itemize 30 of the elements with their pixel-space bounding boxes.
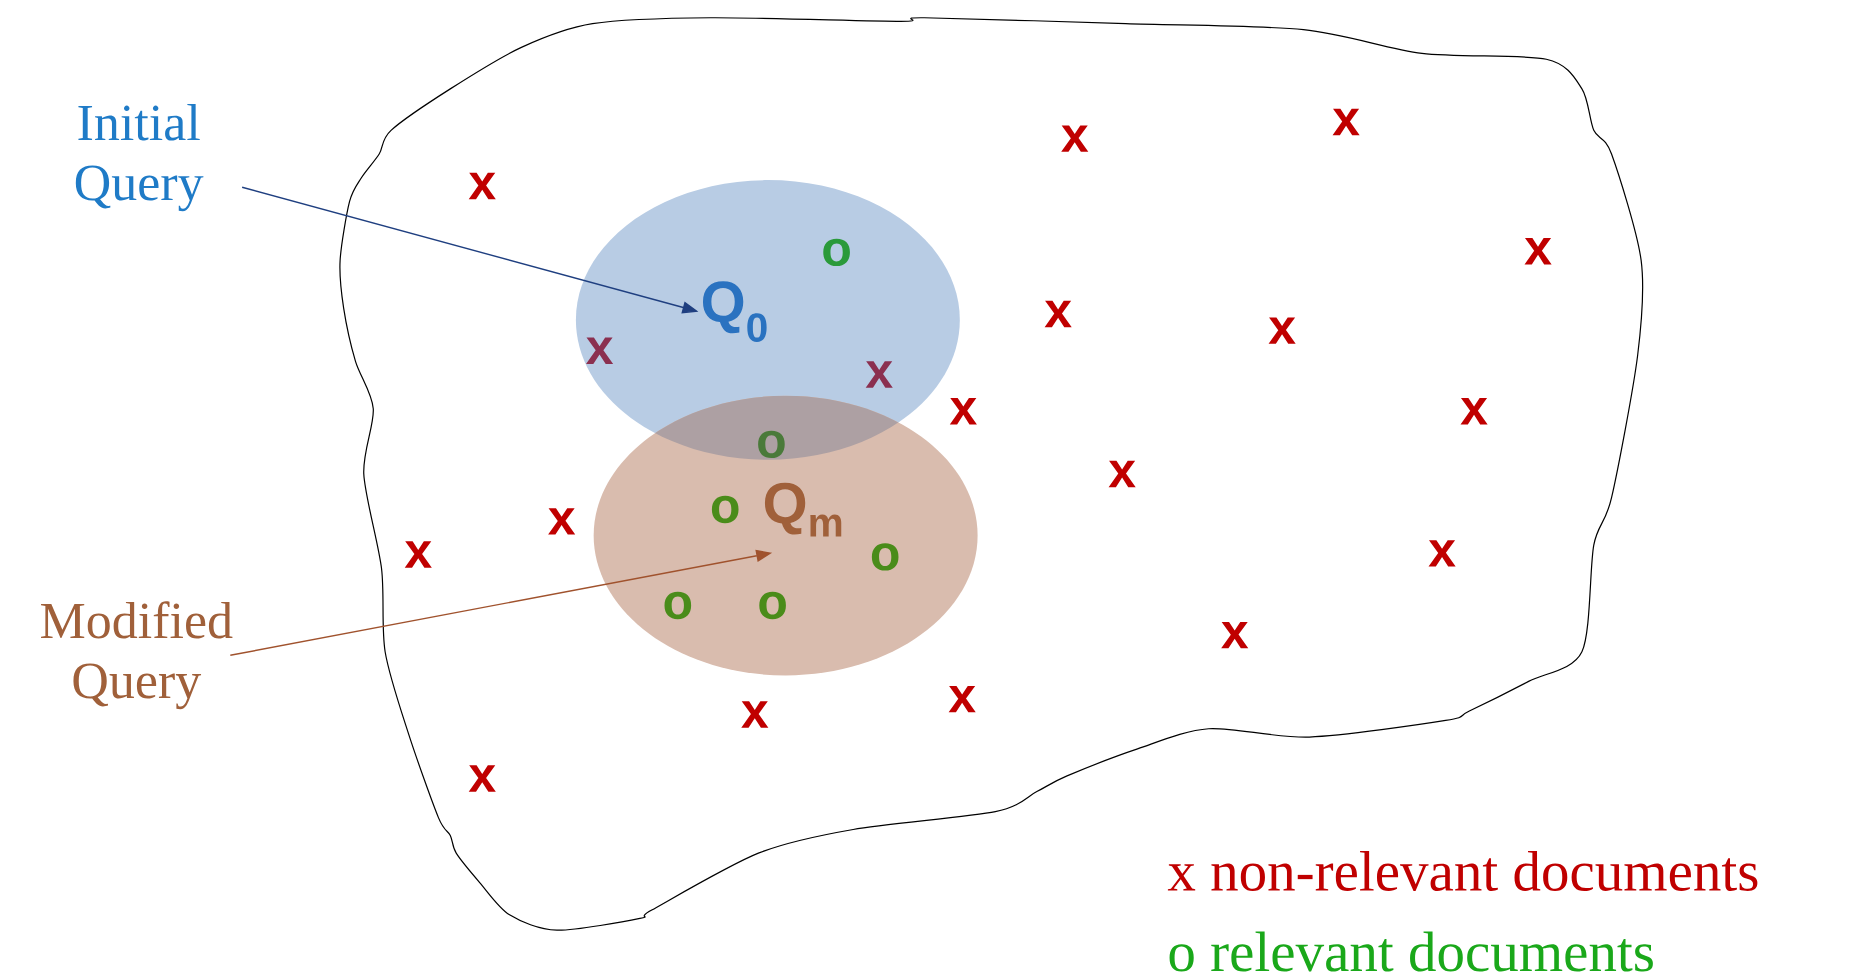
node-text: Modified Query <box>41 601 233 710</box>
document-mark: x <box>1524 238 1552 265</box>
document-mark: o <box>758 430 785 459</box>
document-mark: x <box>1268 317 1296 344</box>
document-mark: x <box>548 508 576 535</box>
document-mark: x <box>468 765 496 792</box>
node-text: Initial Query <box>75 104 204 212</box>
query-point: Q$_{0}$ <box>702 281 767 343</box>
document-mark: x <box>1428 540 1456 567</box>
legend-entry: x non-relevant documents <box>1167 851 1758 892</box>
document-mark: x <box>865 361 893 388</box>
document-mark: o <box>711 496 739 524</box>
document-mark: x <box>1044 301 1072 328</box>
legend-entry: o relevant documents <box>1169 931 1653 972</box>
document-mark: x <box>1061 125 1089 153</box>
document-mark: x <box>468 173 496 200</box>
document-mark: x <box>586 337 614 365</box>
document-mark: o <box>664 592 692 620</box>
document-mark: x <box>949 398 977 425</box>
document-mark: x <box>1332 109 1360 136</box>
document-mark: x <box>948 686 976 713</box>
query-point: Q$_{m}$ <box>764 482 842 537</box>
document-mark: o <box>871 543 899 571</box>
document-mark: x <box>1221 622 1249 649</box>
document-mark: o <box>823 238 850 267</box>
document-mark: o <box>759 592 786 620</box>
document-mark: x <box>1108 461 1136 488</box>
document-mark: x <box>1460 398 1488 425</box>
document-mark: x <box>741 701 769 728</box>
document-mark: x <box>404 541 432 568</box>
